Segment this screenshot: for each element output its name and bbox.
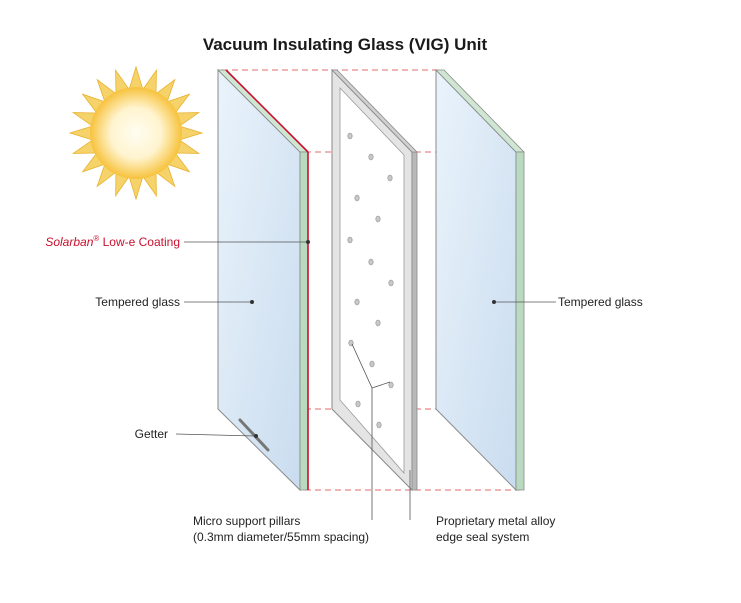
micro-pillar	[376, 421, 382, 429]
micro-pillar	[347, 132, 353, 140]
sun-icon	[68, 65, 204, 201]
right-glass-pane	[435, 68, 525, 492]
micro-pillar	[369, 360, 375, 368]
micro-pillar	[347, 236, 353, 244]
leader-lines	[175, 241, 556, 520]
coating-rest: Low-e Coating	[99, 235, 180, 249]
leader-dots	[250, 240, 496, 438]
left-glass-pane	[217, 68, 309, 492]
pillars-label-line1: Micro support pillars	[193, 514, 300, 528]
micro-pillar	[388, 279, 394, 287]
micro-pillar	[368, 153, 374, 161]
micro-pillar	[355, 400, 361, 408]
coating-brand: Solarban	[45, 235, 93, 249]
sun-disc	[90, 87, 182, 179]
tempered-glass-left-label: Tempered glass	[95, 295, 180, 309]
page-title: Vacuum Insulating Glass (VIG) Unit	[203, 35, 488, 54]
coating-label: Solarban® Low-e Coating	[45, 234, 180, 249]
micro-pillar	[368, 258, 374, 266]
edge-seal-frame	[331, 68, 418, 492]
micro-pillar	[354, 194, 360, 202]
pillars-label-line2: (0.3mm diameter/55mm spacing)	[193, 530, 369, 544]
micro-pillar	[388, 381, 394, 389]
tempered-glass-right-label: Tempered glass	[558, 295, 643, 309]
seal-label-line1: Proprietary metal alloy	[436, 514, 555, 528]
getter-label: Getter	[135, 427, 168, 441]
micro-pillar	[375, 215, 381, 223]
getter-strip	[238, 418, 270, 452]
micro-pillar	[387, 174, 393, 182]
micro-pillar	[375, 319, 381, 327]
micro-pillar	[354, 298, 360, 306]
micro-pillars	[347, 132, 394, 429]
seal-label-line2: edge seal system	[436, 530, 529, 544]
coating-reg-mark: ®	[93, 234, 99, 243]
